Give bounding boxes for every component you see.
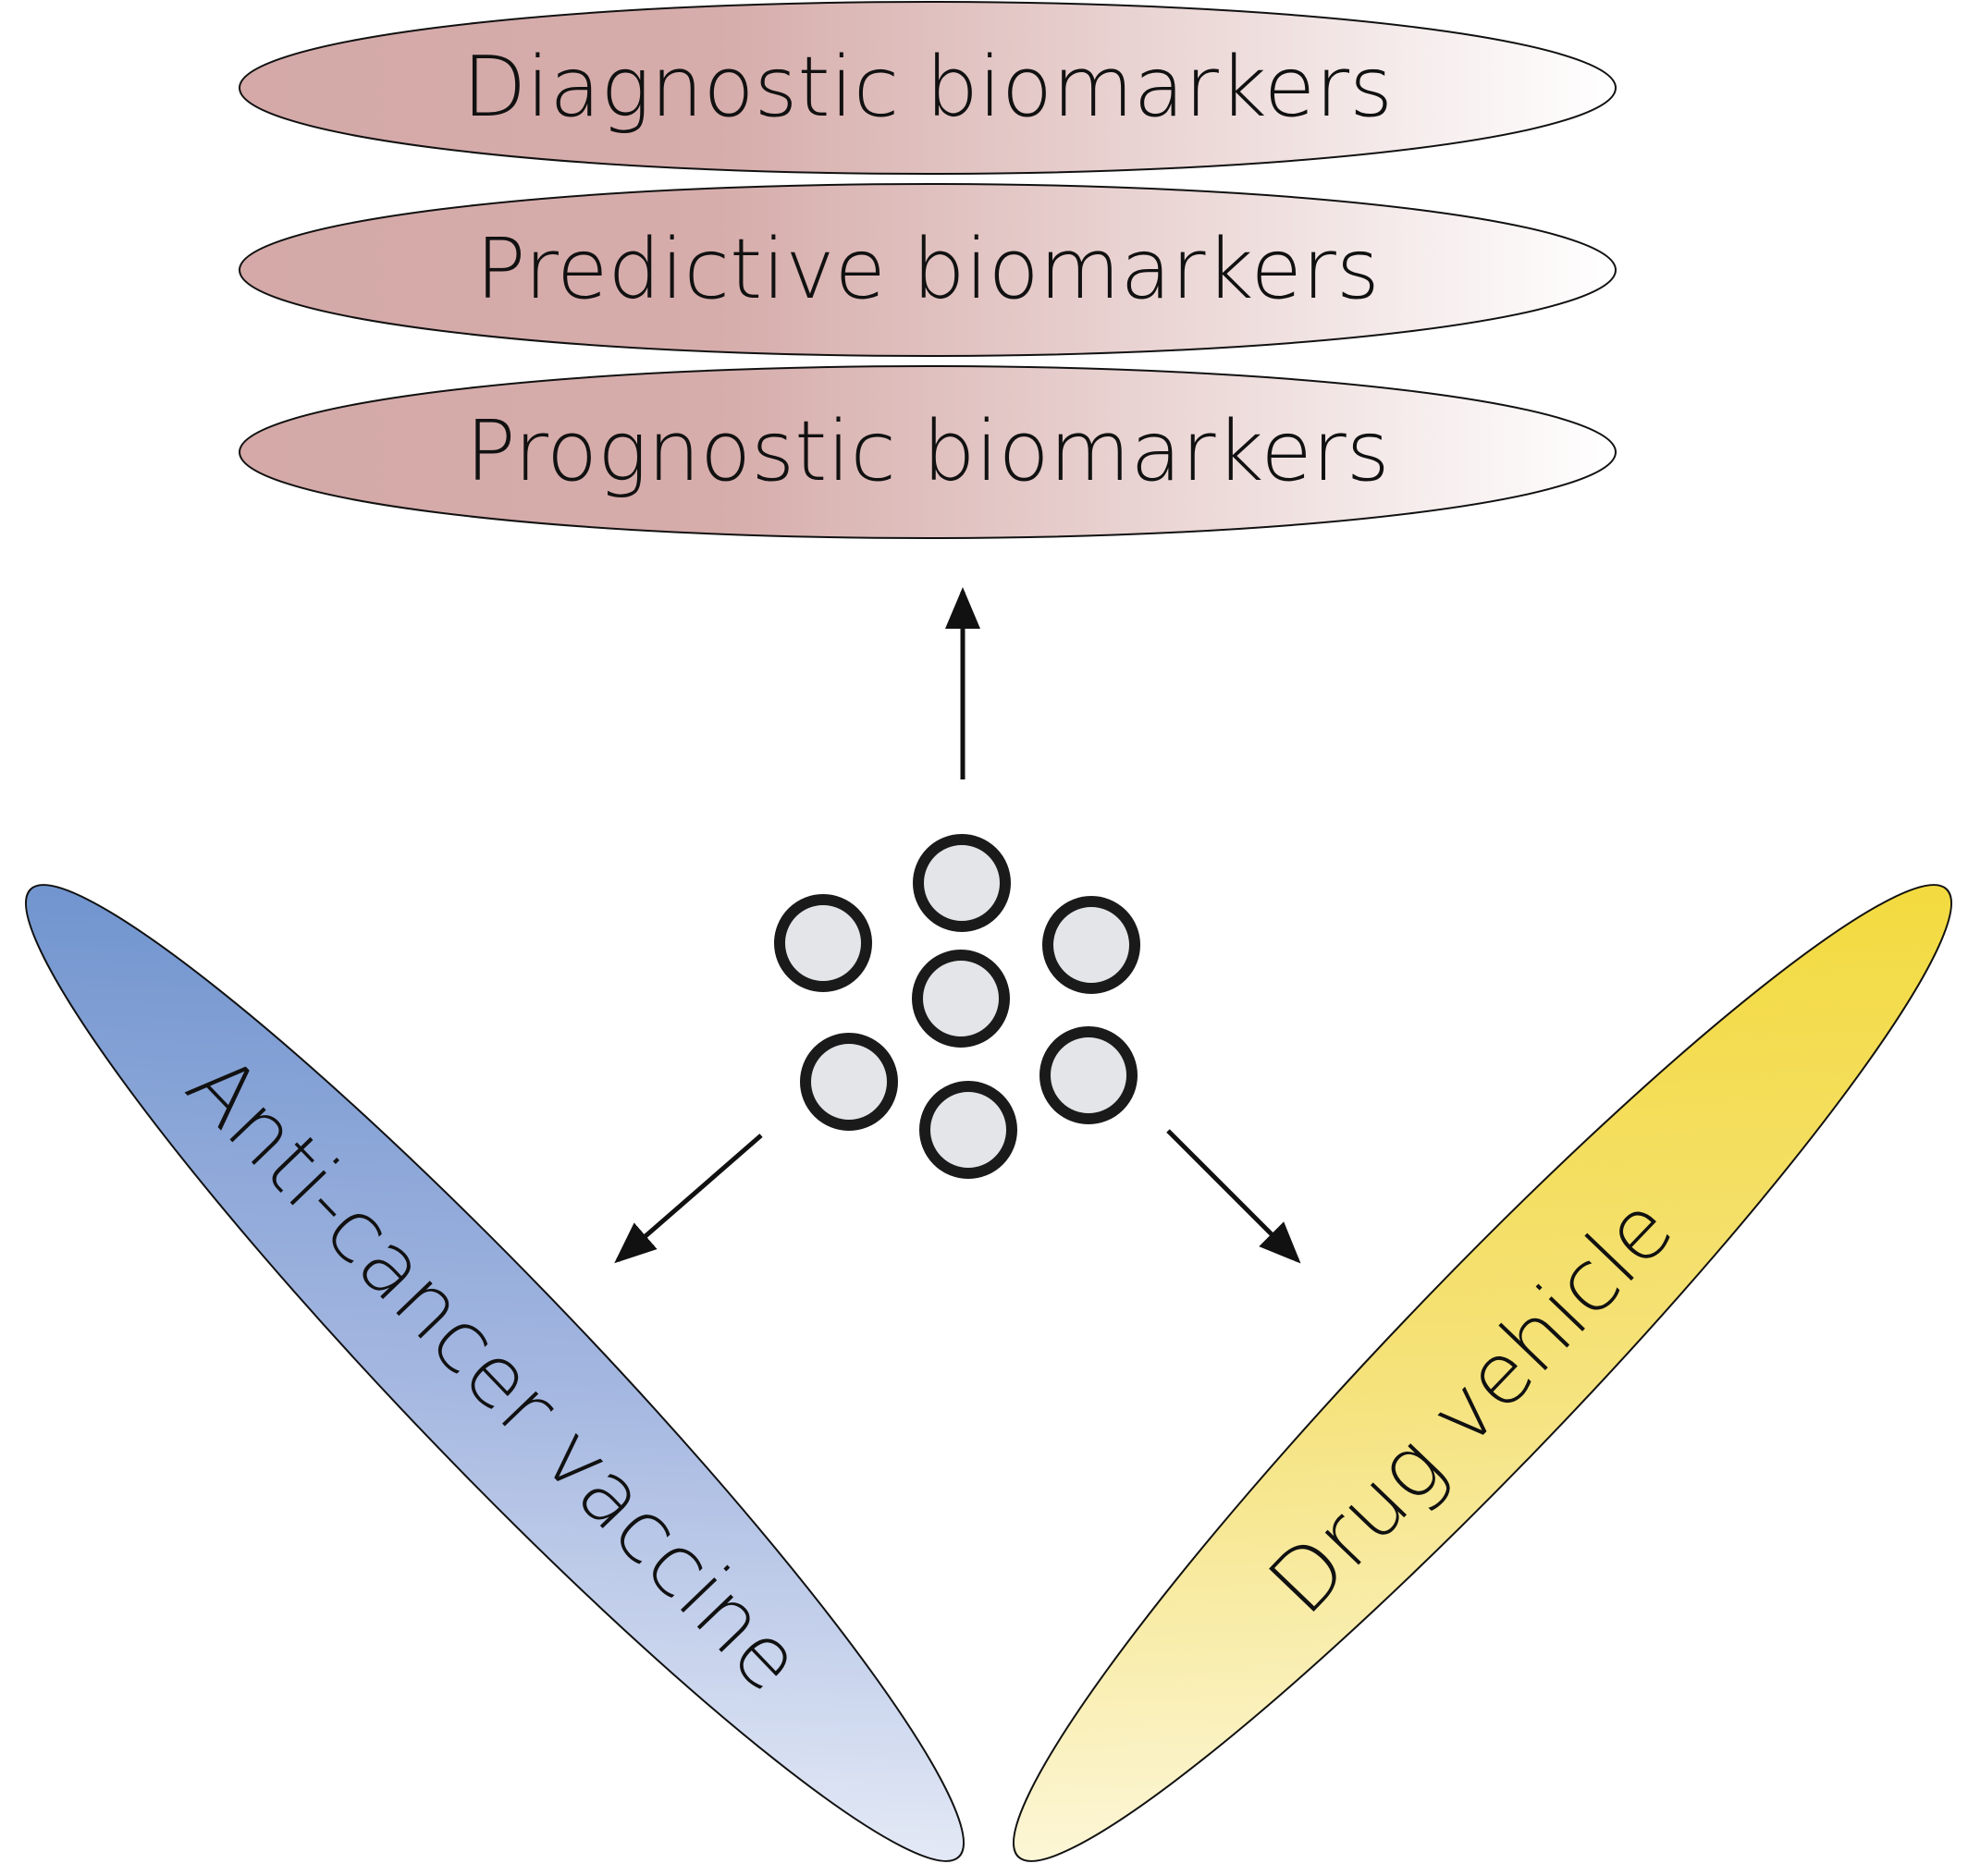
drug-vehicle-label: Drug vehicle (1249, 1178, 1691, 1633)
vesicle (1042, 896, 1140, 994)
predictive-biomarkers-ellipse: Predictive biomarkers (239, 183, 1617, 357)
vesicle (913, 834, 1011, 932)
vesicle-cluster (774, 834, 1140, 1179)
anti-cancer-vaccine-label: Anti-cancer vaccine (168, 1036, 821, 1710)
vesicle (919, 1081, 1017, 1179)
diagnostic-biomarkers-label: Diagnostic biomarkers (462, 39, 1393, 136)
vesicle (1039, 1026, 1138, 1124)
arrow-down-left (614, 1134, 763, 1264)
vesicle (800, 1033, 898, 1131)
prognostic-biomarkers-ellipse: Prognostic biomarkers (239, 365, 1617, 539)
biomarker-stack: Diagnostic biomarkers Predictive biomark… (239, 1, 1617, 539)
arrow-down-right (1166, 1129, 1301, 1264)
prognostic-biomarkers-label: Prognostic biomarkers (465, 403, 1389, 500)
predictive-biomarkers-label: Predictive biomarkers (475, 221, 1379, 318)
vesicle (774, 894, 872, 992)
arrows (614, 587, 1301, 1264)
anti-cancer-vaccine-ellipse: Anti-cancer vaccine (25, 884, 965, 1862)
diagnostic-biomarkers-ellipse: Diagnostic biomarkers (239, 1, 1617, 175)
vesicle (912, 950, 1010, 1048)
